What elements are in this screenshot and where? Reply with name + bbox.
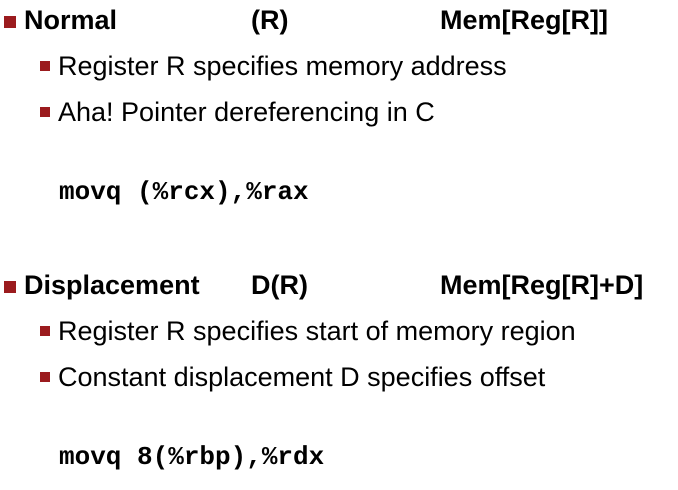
mode-heading: Displacement D(R) Mem[Reg[R]+D] [0, 267, 678, 303]
code-example: movq (%rcx),%rax [59, 177, 309, 207]
square-bullet-icon [4, 16, 16, 28]
addressing-mode-displacement: Displacement D(R) Mem[Reg[R]+D] Register… [0, 265, 678, 485]
mode-operand: Mem[Reg[R]+D] [440, 270, 644, 300]
list-item-text: Register R specifies start of memory reg… [58, 316, 576, 346]
mode-name: Displacement [24, 270, 200, 300]
mode-heading: Normal (R) Mem[Reg[R]] [0, 2, 678, 38]
mode-syntax: (R) [251, 5, 289, 35]
list-item-text: Register R specifies memory address [58, 51, 507, 81]
mode-syntax: D(R) [251, 270, 308, 300]
square-bullet-icon [40, 61, 50, 71]
square-bullet-icon [40, 107, 50, 117]
square-bullet-icon [40, 372, 50, 382]
list-item-text: Constant displacement D specifies offset [58, 362, 546, 392]
square-bullet-icon [40, 326, 50, 336]
code-example: movq 8(%rbp),%rdx [59, 442, 325, 472]
list-item-text: Aha! Pointer dereferencing in C [58, 97, 435, 127]
addressing-mode-normal: Normal (R) Mem[Reg[R]] Register R specif… [0, 0, 678, 220]
mode-operand: Mem[Reg[R]] [440, 5, 608, 35]
square-bullet-icon [4, 281, 16, 293]
mode-name: Normal [24, 5, 118, 35]
